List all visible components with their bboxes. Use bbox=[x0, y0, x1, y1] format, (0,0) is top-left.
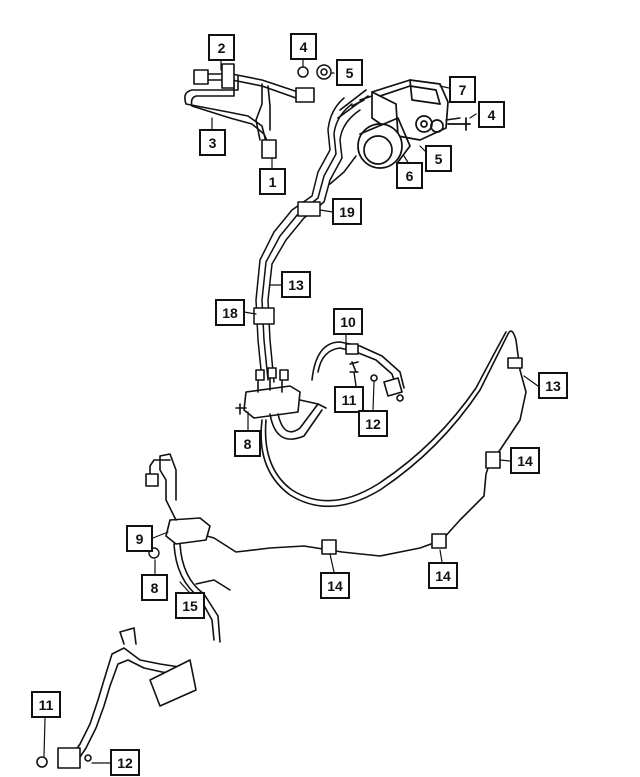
callout-12-upper: 12 bbox=[358, 410, 388, 437]
callout-11-upper: 11 bbox=[334, 386, 364, 413]
rear-caliper-hose bbox=[36, 627, 197, 769]
callout-10: 10 bbox=[333, 308, 363, 335]
callout-15: 15 bbox=[175, 592, 205, 619]
rear-bracket bbox=[145, 453, 231, 643]
abs-module bbox=[337, 79, 471, 169]
callout-4-right: 4 bbox=[478, 101, 505, 128]
callout-13-right: 13 bbox=[538, 372, 568, 399]
callout-8-upper: 8 bbox=[234, 430, 261, 457]
leader-lines bbox=[43, 57, 539, 764]
callout-5-top: 5 bbox=[336, 59, 363, 86]
callout-7: 7 bbox=[449, 76, 476, 103]
junction-block bbox=[235, 367, 327, 440]
rear-brake-line bbox=[199, 330, 527, 557]
callout-18: 18 bbox=[215, 299, 245, 326]
callout-12-lower: 12 bbox=[110, 749, 140, 776]
callout-8-lower: 8 bbox=[141, 574, 168, 601]
callout-4-top: 4 bbox=[290, 33, 317, 60]
upper-tube-assembly bbox=[184, 63, 315, 159]
callout-5-right: 5 bbox=[425, 145, 452, 172]
callout-14-right: 14 bbox=[510, 447, 540, 474]
callout-1: 1 bbox=[259, 168, 286, 195]
callout-14-mid: 14 bbox=[320, 572, 350, 599]
callout-14-lower: 14 bbox=[428, 562, 458, 589]
nut-and-washer-top bbox=[297, 64, 332, 80]
callout-13-upper: 13 bbox=[281, 271, 311, 298]
callout-19: 19 bbox=[332, 198, 362, 225]
callout-6: 6 bbox=[396, 162, 423, 189]
callout-9: 9 bbox=[126, 525, 153, 552]
callout-11-lower: 11 bbox=[31, 691, 61, 718]
front-hose bbox=[311, 341, 405, 402]
main-tube-bundle bbox=[253, 97, 361, 383]
callout-2: 2 bbox=[208, 34, 235, 61]
callout-3: 3 bbox=[199, 129, 226, 156]
